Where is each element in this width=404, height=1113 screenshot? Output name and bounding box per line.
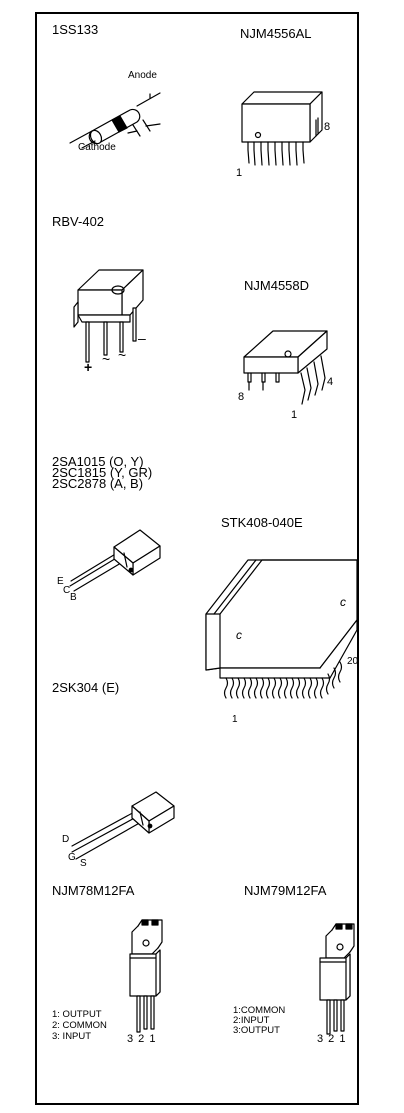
njm79m12fa-legend-2: 2:INPUT <box>233 1015 270 1026</box>
njm4556al-pin-8: 8 <box>324 121 331 133</box>
parts-frame <box>35 12 359 1105</box>
transistor-line-3: 2SC2878 (A, B) <box>52 476 144 491</box>
transistor-pin-e: E <box>57 576 64 587</box>
njm4558d-pin-1: 1 <box>291 409 298 421</box>
rbv402-ac-2: ~ <box>118 347 127 363</box>
njm79m12fa-legend-3: 3:OUTPUT <box>233 1025 280 1036</box>
njm78m12fa-legend-2: 2: COMMON <box>52 1020 107 1031</box>
rbv402-minus: – <box>138 330 146 346</box>
njm4558d-pin-8: 8 <box>238 391 245 403</box>
jfet-pin-g: G <box>68 852 76 863</box>
njm79m12fa-pin-numbers: 3 2 1 <box>317 1033 347 1045</box>
cathode-label: Cathode <box>78 142 116 153</box>
njm79m12fa-legend-1: 1:COMMON <box>233 1005 286 1016</box>
rbv402-ac-1: ~ <box>102 351 111 367</box>
njm4558d-title: NJM4558D <box>244 278 310 293</box>
njm78m12fa-pin-numbers: 3 2 1 <box>127 1033 157 1045</box>
njm78m12fa-legend-1: 1: OUTPUT <box>52 1009 102 1020</box>
njm79m12fa-title: NJM79M12FA <box>244 883 327 898</box>
rbv402-title: RBV-402 <box>52 214 105 229</box>
diode-drawing <box>69 92 161 149</box>
transistor-pin-b: B <box>70 592 77 603</box>
njm4556al-title: NJM4556AL <box>240 26 312 41</box>
njm79m12fa-drawing <box>319 923 355 1035</box>
stk408-drawing: c c <box>205 559 358 699</box>
njm78m12fa-legend-3: 3: INPUT <box>52 1031 92 1042</box>
rbv402-drawing <box>73 269 144 363</box>
diode-title: 1SS133 <box>52 22 99 37</box>
svg-text:c: c <box>340 595 346 609</box>
njm4558d-drawing <box>243 330 328 405</box>
jfet-drawing <box>71 791 175 860</box>
njm4558d-pin-4: 4 <box>327 376 334 388</box>
njm78m12fa-drawing <box>129 919 163 1033</box>
rbv402-plus: + <box>84 359 93 375</box>
stk408-title: STK408-040E <box>221 515 303 530</box>
transistor-line-2: 2SC1815 (Y, GR) <box>52 465 153 480</box>
transistor-pin-c: C <box>63 585 71 596</box>
jfet-pin-d: D <box>62 834 70 845</box>
jfet-title: 2SK304 (E) <box>52 680 120 695</box>
njm78m12fa-title: NJM78M12FA <box>52 883 135 898</box>
stk408-pin-20: 20 <box>347 656 359 667</box>
anode-label: Anode <box>128 70 157 81</box>
njm4556al-drawing <box>241 91 323 166</box>
to92-transistor-drawing <box>69 529 161 592</box>
stk408-pin-1: 1 <box>232 714 238 725</box>
njm4556al-pin-1: 1 <box>236 167 243 179</box>
svg-text:c: c <box>236 628 242 642</box>
jfet-pin-s: S <box>80 858 87 869</box>
transistor-line-1: 2SA1015 (O, Y) <box>52 454 144 469</box>
